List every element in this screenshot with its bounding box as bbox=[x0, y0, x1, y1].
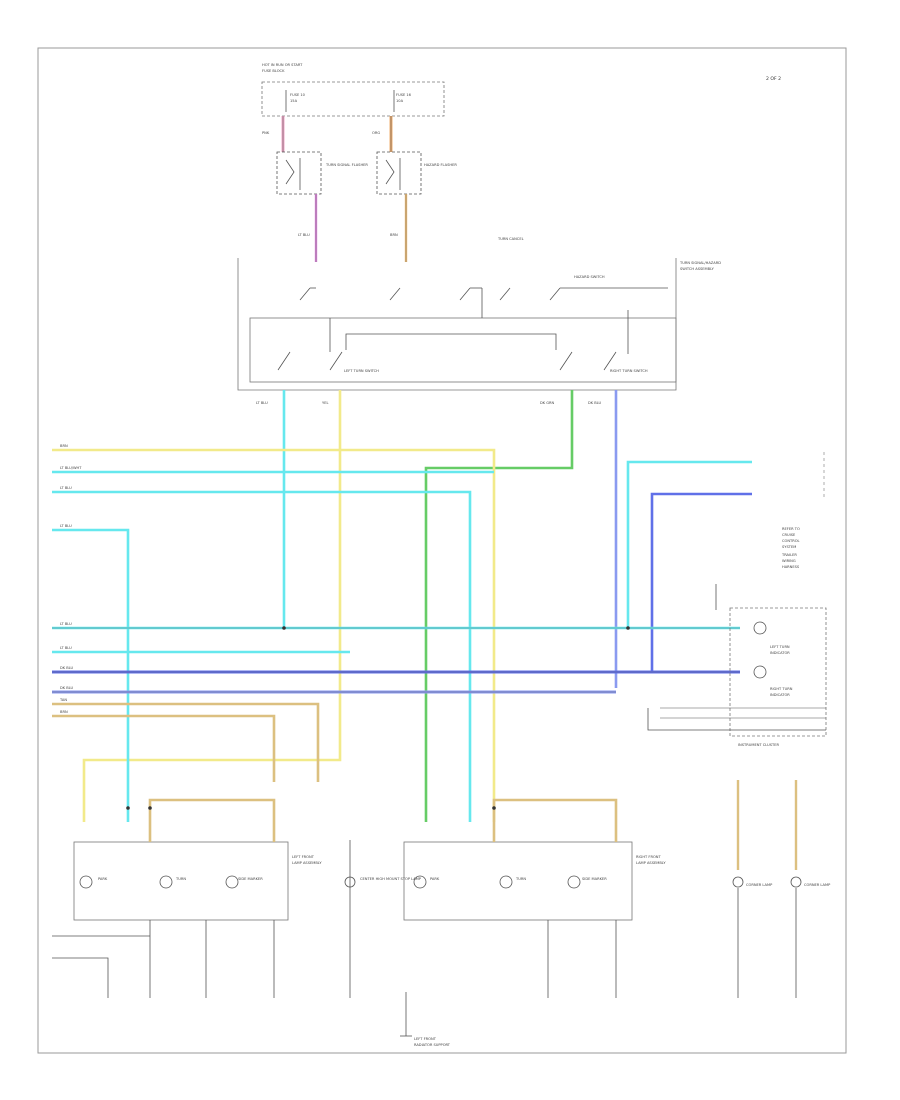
svg-text:LT BLU/WHT: LT BLU/WHT bbox=[60, 466, 82, 470]
svg-text:TURN: TURN bbox=[175, 877, 186, 881]
wire-yel-1 bbox=[82, 390, 342, 822]
svg-text:LT BLU: LT BLU bbox=[256, 401, 268, 405]
svg-text:CRUISE: CRUISE bbox=[782, 533, 796, 537]
svg-text:TURN: TURN bbox=[515, 877, 526, 881]
left-front-lamp-assembly: PARK TURN SIDE MARKER LEFT FRONT LAMP AS… bbox=[52, 798, 322, 998]
svg-text:LEFT FRONT: LEFT FRONT bbox=[292, 855, 315, 859]
center-lamp: CENTER HIGH MOUNT STOP LAMP bbox=[344, 840, 422, 998]
turn-hazard-switch-assembly: TURN SIGNAL/HAZARD SWITCH ASSEMBLY HAZAR… bbox=[237, 237, 721, 391]
svg-text:WIRING: WIRING bbox=[782, 559, 796, 563]
svg-text:BRN: BRN bbox=[60, 710, 68, 714]
svg-text:CENTER HIGH MOUNT STOP LAMP: CENTER HIGH MOUNT STOP LAMP bbox=[360, 877, 422, 881]
wire-dk-grn bbox=[424, 390, 574, 822]
svg-text:ORG: ORG bbox=[372, 131, 380, 135]
svg-text:FUSE BLOCK: FUSE BLOCK bbox=[262, 69, 285, 73]
wire-lt-blu-3 bbox=[52, 528, 130, 822]
wire-tan-1 bbox=[52, 702, 320, 782]
svg-text:TURN CANCEL: TURN CANCEL bbox=[497, 237, 524, 241]
svg-text:CORNER LAMP: CORNER LAMP bbox=[804, 883, 831, 887]
svg-text:HAZARD FLASHER: HAZARD FLASHER bbox=[424, 163, 457, 167]
svg-text:PARK: PARK bbox=[430, 877, 440, 881]
svg-text:TRAILER: TRAILER bbox=[781, 553, 797, 557]
svg-text:DK BLU: DK BLU bbox=[588, 401, 602, 405]
right-front-lamp-assembly: PARK TURN SIDE MARKER RIGHT FRONT LAMP A… bbox=[403, 798, 666, 998]
svg-text:LEFT TURN SWITCH: LEFT TURN SWITCH bbox=[344, 369, 379, 373]
side-corner-lamps: CORNER LAMP CORNER LAMP bbox=[732, 780, 831, 998]
wire-tan-2 bbox=[52, 714, 276, 782]
svg-text:LAMP ASSEMBLY: LAMP ASSEMBLY bbox=[292, 861, 322, 865]
svg-text:SIDE MARKER: SIDE MARKER bbox=[238, 877, 263, 881]
svg-text:DK BLU: DK BLU bbox=[60, 666, 74, 670]
svg-text:15A: 15A bbox=[290, 99, 298, 103]
diagram-frame bbox=[37, 47, 847, 1054]
fuse-block: HOT IN RUN OR START FUSE BLOCK FUSE 10 1… bbox=[261, 63, 445, 117]
svg-text:SYSTEM: SYSTEM bbox=[782, 545, 796, 549]
svg-text:LEFT FRONT: LEFT FRONT bbox=[414, 1037, 437, 1041]
svg-text:LT BLU: LT BLU bbox=[298, 233, 310, 237]
svg-text:BRN: BRN bbox=[60, 444, 68, 448]
svg-text:TURN SIGNAL FLASHER: TURN SIGNAL FLASHER bbox=[325, 163, 368, 167]
svg-text:RIGHT TURN: RIGHT TURN bbox=[770, 687, 793, 691]
svg-text:RADIATOR SUPPORT: RADIATOR SUPPORT bbox=[414, 1043, 451, 1047]
svg-text:CONTROL: CONTROL bbox=[782, 539, 800, 543]
svg-text:LAMP ASSEMBLY: LAMP ASSEMBLY bbox=[636, 861, 666, 865]
svg-text:HARNESS: HARNESS bbox=[782, 565, 800, 569]
svg-text:INSTRUMENT CLUSTER: INSTRUMENT CLUSTER bbox=[738, 743, 779, 747]
svg-text:LT BLU: LT BLU bbox=[60, 622, 72, 626]
svg-text:RIGHT TURN SWITCH: RIGHT TURN SWITCH bbox=[610, 369, 648, 373]
svg-text:DK GRN: DK GRN bbox=[540, 401, 555, 405]
svg-text:FUSE 16: FUSE 16 bbox=[396, 93, 412, 97]
svg-text:TAN: TAN bbox=[59, 698, 67, 702]
svg-text:10A: 10A bbox=[396, 99, 404, 103]
instrument-cluster: LEFT TURN INDICATOR RIGHT TURN INDICATOR… bbox=[647, 584, 827, 747]
hazard-flasher: HAZARD FLASHER bbox=[376, 151, 457, 195]
svg-text:CORNER LAMP: CORNER LAMP bbox=[746, 883, 773, 887]
svg-text:LT BLU: LT BLU bbox=[60, 646, 72, 650]
svg-text:PARK: PARK bbox=[98, 877, 108, 881]
turn-signal-flasher: TURN SIGNAL FLASHER bbox=[276, 151, 368, 195]
svg-text:INDICATOR: INDICATOR bbox=[770, 651, 790, 655]
splice-points bbox=[126, 626, 630, 810]
svg-text:SIDE MARKER: SIDE MARKER bbox=[582, 877, 607, 881]
connector-reference: REFER TO CRUISE CONTROL SYSTEM TRAILER W… bbox=[781, 452, 825, 569]
svg-text:FUSE 10: FUSE 10 bbox=[290, 93, 306, 97]
svg-text:LT BLU: LT BLU bbox=[60, 486, 72, 490]
svg-text:YEL: YEL bbox=[322, 401, 328, 405]
svg-text:TURN SIGNAL/HAZARD: TURN SIGNAL/HAZARD bbox=[679, 261, 721, 265]
page-reference: 2 OF 2 bbox=[766, 76, 781, 82]
wire-dk-blu-cluster bbox=[650, 492, 752, 672]
svg-text:REFER TO: REFER TO bbox=[782, 527, 800, 531]
svg-text:SWITCH ASSEMBLY: SWITCH ASSEMBLY bbox=[680, 267, 715, 271]
svg-text:RIGHT FRONT: RIGHT FRONT bbox=[636, 855, 661, 859]
svg-text:BRN: BRN bbox=[390, 233, 398, 237]
svg-text:HAZARD SWITCH: HAZARD SWITCH bbox=[574, 275, 605, 279]
svg-text:INDICATOR: INDICATOR bbox=[770, 693, 790, 697]
svg-text:PNK: PNK bbox=[262, 131, 270, 135]
svg-text:LEFT TURN: LEFT TURN bbox=[770, 645, 790, 649]
svg-text:DK BLU: DK BLU bbox=[60, 686, 74, 690]
ground-point: LEFT FRONT RADIATOR SUPPORT bbox=[400, 992, 451, 1047]
wire-lt-blu-cluster bbox=[626, 460, 752, 628]
svg-text:LT BLU: LT BLU bbox=[60, 524, 72, 528]
svg-text:HOT IN RUN OR START: HOT IN RUN OR START bbox=[262, 63, 303, 67]
wire-brn-top bbox=[52, 448, 496, 822]
wire-lt-blu-2 bbox=[52, 490, 472, 822]
